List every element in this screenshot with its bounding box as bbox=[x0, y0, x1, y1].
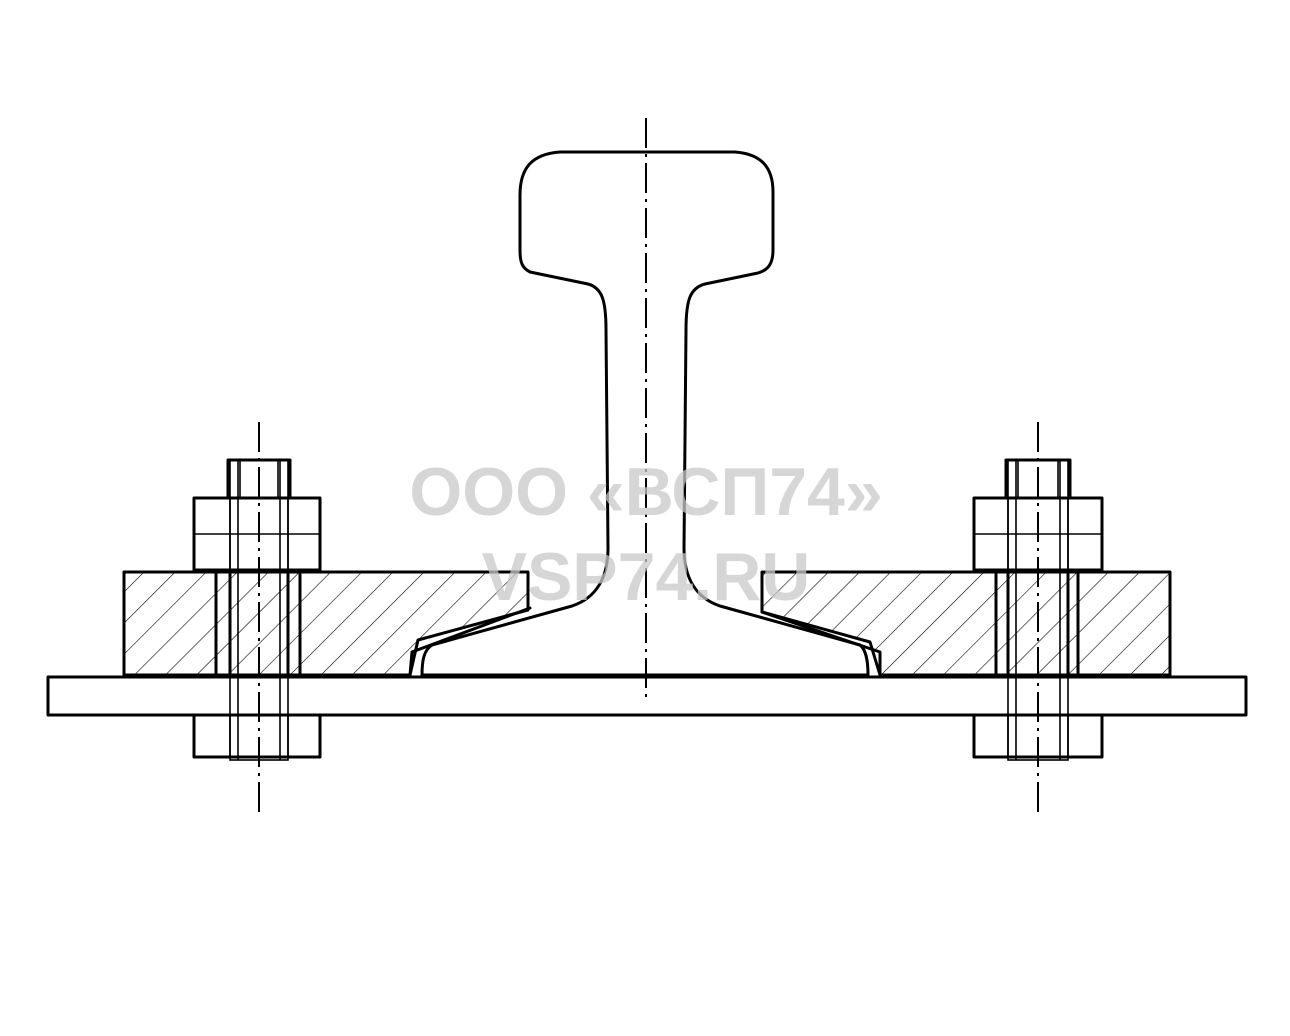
rail-pad-right bbox=[760, 610, 882, 677]
right-bolt-assembly bbox=[972, 422, 1104, 818]
left-clamp-block bbox=[122, 570, 530, 677]
left-lower-nut bbox=[192, 713, 322, 759]
rail-profile bbox=[420, 150, 870, 677]
left-bolt-assembly bbox=[192, 422, 322, 818]
watermark-site: VSP74.RU bbox=[482, 539, 811, 615]
rail-foot-fill bbox=[418, 606, 870, 675]
rail-pad-left bbox=[408, 606, 532, 677]
watermark-company: ООО «ВСП74» bbox=[409, 454, 882, 530]
